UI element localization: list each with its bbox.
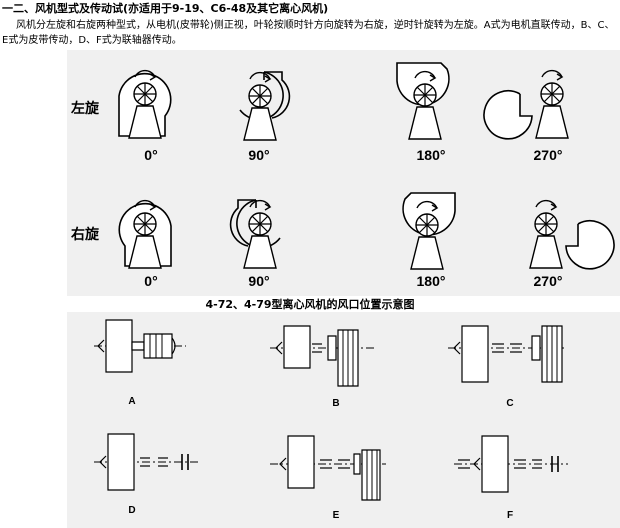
left-angle-270: 270° — [533, 147, 563, 163]
fan-right-270 — [529, 199, 583, 270]
right-rotation-label: 右旋 — [71, 226, 99, 242]
drive-label-c: C — [506, 398, 514, 409]
drive-label-d: D — [128, 505, 136, 516]
left-angle-180: 180° — [416, 147, 446, 163]
right-angle-180: 180° — [416, 273, 446, 289]
fan-left-270 — [515, 69, 569, 140]
right-angle-270: 270° — [533, 273, 563, 289]
section-heading: 一二、风机型式及传动试(亦适用于9-19、C6-48及其它离心风机) — [2, 2, 329, 15]
intro-paragraph: 风机分左旋和右旋两种型式，从电机(皮带轮)侧正视，叶轮按顺时针方向旋转为右旋，逆… — [2, 20, 615, 46]
drive-diagram-e — [268, 432, 388, 502]
drive-label-a: A — [128, 396, 136, 407]
fan-right-90 — [225, 190, 295, 269]
drive-diagram-d — [92, 430, 202, 494]
right-angle-0: 0° — [144, 273, 158, 289]
drive-label-f: F — [506, 510, 514, 521]
fan-left-0 — [110, 69, 180, 139]
drive-label-b: B — [332, 398, 340, 409]
drive-diagram-a — [90, 318, 190, 376]
drive-diagram-f — [452, 432, 570, 496]
fan-left-90 — [225, 62, 295, 141]
drive-caption: 4-72、4-79型离心风机的风口位置示意图 — [205, 298, 415, 311]
fan-right-180 — [392, 188, 462, 270]
left-rotation-label: 左旋 — [71, 100, 99, 116]
left-angle-90: 90° — [248, 147, 270, 163]
left-angle-0: 0° — [144, 147, 158, 163]
drive-label-e: E — [332, 510, 340, 521]
fan-left-180 — [390, 58, 460, 140]
drive-diagram-c — [446, 322, 566, 388]
drive-diagram-b — [268, 322, 378, 388]
fan-right-0 — [110, 199, 180, 269]
right-angle-90: 90° — [248, 273, 270, 289]
